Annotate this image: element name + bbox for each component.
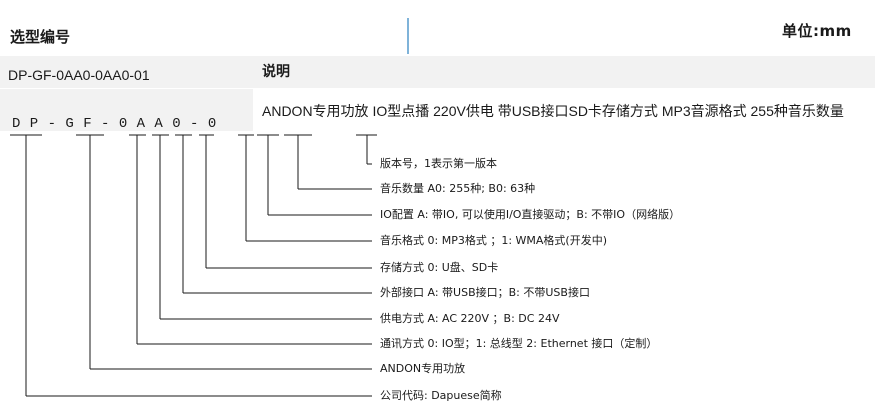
callout-label: IO配置 A: 带IO, 可以使用I/O直接驱动；B: 不带IO（网络版）	[380, 208, 681, 221]
model-code: DP-GF-0AA0-0AA0-01	[8, 67, 150, 83]
callout-label: 外部接口 A: 带USB接口；B: 不带USB接口	[380, 286, 590, 299]
callout-label: 通讯方式 0: IO型；1: 总线型 2: Ethernet 接口（定制）	[380, 337, 658, 350]
code-band	[0, 89, 253, 131]
description-heading: 说明	[262, 64, 290, 80]
callout-label: 音乐数量 A0: 255种; B0: 63种	[380, 182, 536, 195]
spaced-code: D P - G F - 0 A A 0 - 0	[12, 116, 217, 132]
callout-label: 版本号，1表示第一版本	[380, 157, 497, 170]
unit-label: 单位:mm	[782, 22, 852, 40]
callout-label: 供电方式 A: AC 220V ；B: DC 24V	[380, 312, 560, 325]
page-title: 选型编号	[10, 28, 71, 46]
callout-label: 存储方式 0: U盘、SD卡	[380, 261, 499, 274]
callout-label: 音乐格式 0: MP3格式 ；1: WMA格式(开发中)	[380, 234, 607, 247]
description-text: ANDON专用功放 IO型点播 220V供电 带USB接口SD卡存储方式 MP3…	[262, 103, 844, 119]
model-band	[0, 56, 875, 88]
header-separator	[407, 18, 409, 54]
callout-label: 公司代码: Dapuese简称	[380, 389, 502, 402]
callout-label: ANDON专用功放	[380, 362, 466, 375]
